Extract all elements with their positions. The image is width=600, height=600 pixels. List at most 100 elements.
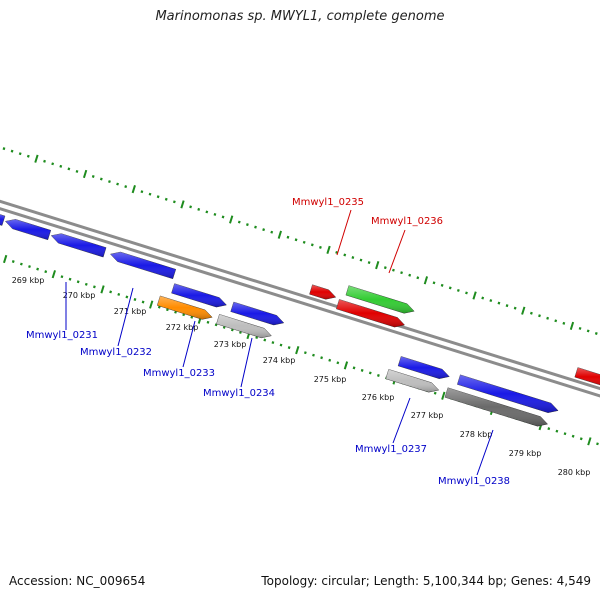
outer-tick-mark: [497, 301, 501, 305]
outer-tick-mark: [270, 230, 274, 234]
outer-tick-mark: [164, 197, 168, 201]
inner-tick-mark: [343, 361, 349, 370]
inner-tick-mark: [109, 290, 113, 294]
outer-tick-mark: [82, 169, 88, 179]
gene-arrow-shade: [230, 302, 284, 325]
inner-tick-mark: [596, 442, 599, 446]
outer-tick-mark: [326, 245, 331, 255]
outer-tick-mark: [254, 225, 257, 229]
inner-tick-mark: [303, 351, 307, 355]
tick-label: 278 kbp: [460, 430, 493, 439]
outer-tick-mark: [343, 253, 347, 257]
gene-arrow-shade: [457, 374, 559, 413]
inner-tick-mark: [279, 343, 283, 347]
outer-tick-mark: [245, 223, 249, 227]
outer-tick-mark: [440, 283, 444, 287]
outer-tick-mark: [448, 286, 452, 290]
outer-tick-mark: [302, 240, 306, 244]
outer-tick-mark: [189, 205, 193, 209]
tick-label: 269 kbp: [12, 276, 45, 285]
inner-tick-mark: [287, 346, 291, 350]
tick-label: 276 kbp: [362, 393, 395, 402]
outer-tick-mark: [124, 185, 128, 189]
outer-tick-mark: [310, 243, 314, 247]
inner-tick-mark: [587, 437, 592, 446]
gene-arrow-shade: [398, 356, 450, 379]
gene-label: Mmwyl1_0232: [80, 347, 152, 358]
inner-tick-mark: [51, 270, 56, 279]
gene-arrow-shade: [385, 369, 439, 393]
inner-tick-mark: [133, 298, 137, 301]
outer-tick-mark: [67, 167, 71, 171]
tick-label: 274 kbp: [263, 356, 296, 365]
outer-tick-mark: [205, 210, 209, 214]
gene-arrow-shade: [336, 299, 405, 328]
accession-text: Accession: NC_009654: [9, 574, 146, 588]
outer-tick-mark: [375, 260, 380, 270]
outer-tick-mark: [546, 316, 550, 320]
gene-arrow-shade: [444, 387, 548, 427]
outer-tick-mark: [43, 159, 46, 163]
gene-arrow-shade: [309, 284, 336, 300]
backbone: [0, 199, 600, 398]
outer-tick-mark: [180, 200, 185, 209]
outer-tick-mark: [505, 304, 509, 308]
gene-leader-line: [182, 320, 196, 368]
gene-arrow-shade: [345, 285, 415, 314]
tick-label: 270 kbp: [63, 291, 96, 300]
gene-label: Mmwyl1_0233: [143, 368, 215, 379]
inner-tick-mark: [336, 361, 340, 365]
gene-leader-line: [388, 229, 406, 274]
outer-tick-mark: [237, 220, 241, 224]
inner-tick-mark: [360, 368, 364, 372]
inner-tick-mark: [312, 353, 315, 357]
inner-tick-mark: [555, 429, 559, 433]
outer-tick-mark: [51, 162, 55, 166]
inner-tick-mark: [60, 275, 64, 279]
tick-label: 272 kbp: [166, 323, 199, 332]
outer-tick-mark: [562, 321, 566, 325]
outer-tick-mark: [75, 169, 79, 173]
outer-tick-mark: [262, 228, 266, 232]
gene-arrow-shade: [110, 252, 176, 279]
outer-tick-mark: [99, 177, 103, 181]
inner-tick-mark: [563, 432, 567, 436]
outer-tick-mark: [456, 288, 460, 292]
outer-tick-mark: [229, 215, 234, 224]
inner-tick-mark: [328, 358, 332, 362]
gene-arrow-shade: [171, 283, 227, 308]
inner-tick-mark: [433, 391, 437, 395]
outer-tick-mark: [594, 332, 598, 335]
outer-tick-mark: [578, 326, 582, 330]
backbone-line: [0, 207, 600, 398]
inner-tick-mark: [92, 285, 96, 289]
gene-label: Mmwyl1_0235: [292, 197, 364, 208]
outer-tick-mark: [554, 319, 558, 323]
feature-layer: [0, 214, 600, 427]
inner-tick-mark: [376, 373, 380, 377]
gene-leader-line: [476, 429, 494, 476]
outer-tick-mark: [383, 266, 387, 270]
inner-tick-mark: [36, 267, 40, 271]
outer-tick-mark: [400, 271, 403, 275]
outer-tick-mark: [489, 299, 493, 303]
inner-tick-mark: [68, 277, 72, 281]
outer-tick-mark: [91, 175, 95, 178]
gene-leader-line: [392, 397, 411, 444]
inner-tick-mark: [125, 295, 129, 299]
inner-tick-mark: [295, 346, 300, 355]
gene-label: Mmwyl1_0234: [203, 388, 275, 399]
outer-tick-mark: [408, 273, 412, 277]
outer-tick-mark: [529, 311, 533, 315]
outer-tick-mark: [294, 238, 298, 242]
backbone-line: [0, 199, 600, 391]
outer-tick-mark: [319, 245, 322, 249]
outer-tick-mark: [277, 230, 282, 239]
inner-tick-mark: [547, 427, 551, 431]
outer-tick-mark: [359, 258, 363, 262]
inner-tick-mark: [441, 391, 446, 400]
gene-label: Mmwyl1_0231: [26, 330, 98, 341]
outer-tick-mark: [59, 164, 63, 168]
outer-tick-mark: [108, 180, 111, 184]
